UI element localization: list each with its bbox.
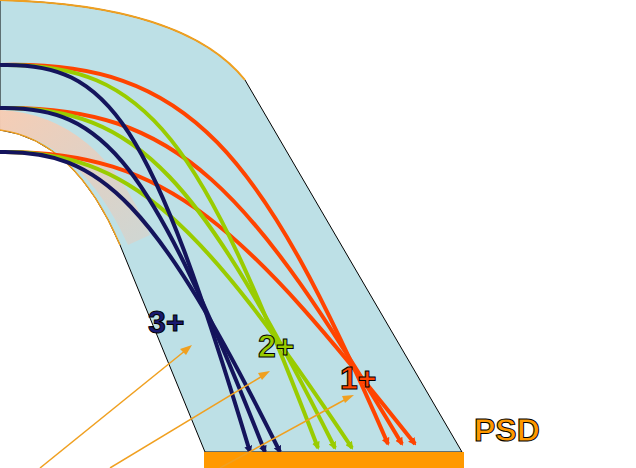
ion-beams [0,65,415,452]
detector-label: PSD [474,414,540,446]
charge-label: 1+ [340,362,376,394]
magnet-arc [0,130,120,245]
charge-label: 2+ [258,330,294,362]
flight-tube [0,0,462,452]
charge-label: 3+ [148,306,184,338]
position-sensitive-detector [204,452,464,468]
leader-lines [40,350,348,468]
